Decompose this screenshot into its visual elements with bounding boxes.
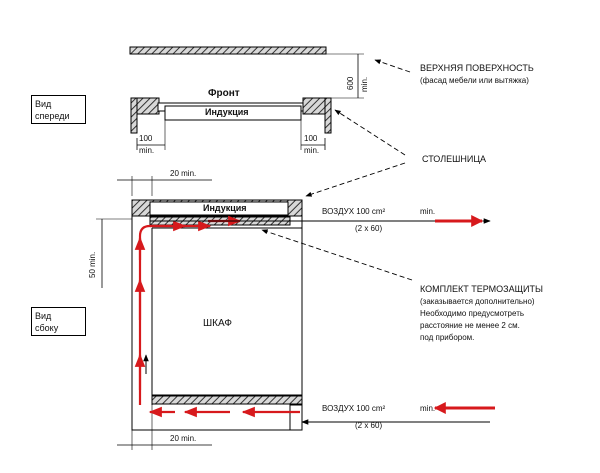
side-view-label-line1: Вид (35, 311, 52, 321)
air-bottom-dims: (2 x 60) (355, 421, 383, 430)
induction-box-front (164, 105, 302, 121)
front-view (129, 46, 364, 150)
cabinet-label: ШКАФ (203, 318, 232, 329)
bottom-plinth (289, 404, 303, 431)
countertop-label: СТОЛЕШНИЦА (422, 154, 486, 164)
thermal-kit-label: КОМПЛЕКТ ТЕРМОЗАЩИТЫ (420, 284, 543, 294)
thermal-kit-line2: Необходимо предусмотреть (420, 309, 525, 318)
front-view-label-line1: Вид (35, 99, 52, 109)
side-panel-left (130, 97, 138, 134)
air-top-text: ВОЗДУХ 100 cm² (322, 207, 386, 216)
top-clearance-unit: min. (360, 76, 369, 92)
side-view-label-line2: сбоку (35, 323, 59, 333)
side-bottom-gap: 20 min. (170, 434, 197, 443)
front-clearance-left-unit: min. (139, 146, 155, 155)
front-title: Фронт (208, 88, 240, 99)
upper-surface-note: (фасад мебели или вытяжка) (420, 76, 529, 85)
airflow-arrows (134, 215, 300, 418)
front-view-label-line2: спереди (35, 111, 70, 121)
cabinet-outer (131, 215, 303, 431)
side-view-label-box: Вид сбоку (31, 307, 86, 336)
induction-box-side (149, 201, 289, 216)
upper-surface (129, 46, 327, 55)
callout-leaders (261, 59, 413, 281)
side-height-dim: 50 min. (88, 251, 97, 278)
upper-surface-label: ВЕРХНЯЯ ПОВЕРХНОСТЬ (420, 63, 534, 73)
side-induction-label: Индукция (203, 203, 247, 213)
side-top-gap: 20 min. (170, 169, 197, 178)
thermal-kit-line1: (заказывается дополнительно) (420, 297, 535, 306)
thermal-kit-line4: под прибором. (420, 333, 475, 342)
air-bottom-text: ВОЗДУХ 100 cm² (322, 404, 386, 413)
front-view-label-box: Вид спереди (31, 95, 86, 124)
bottom-panel (151, 395, 303, 405)
thermal-kit-line3: расстояние не менее 2 см. (420, 321, 520, 330)
air-bottom-unit: min. (420, 404, 436, 413)
side-panel-right (324, 97, 332, 134)
front-clearance-right-unit: min. (304, 146, 320, 155)
air-top-dims: (2 x 60) (355, 224, 383, 233)
air-top-unit: min. (420, 207, 436, 216)
front-induction-label: Индукция (205, 107, 249, 117)
top-clearance-value: 600 (346, 76, 355, 90)
front-clearance-right-value: 100 (304, 134, 318, 143)
side-view (96, 176, 495, 450)
front-clearance-left-value: 100 (139, 134, 153, 143)
